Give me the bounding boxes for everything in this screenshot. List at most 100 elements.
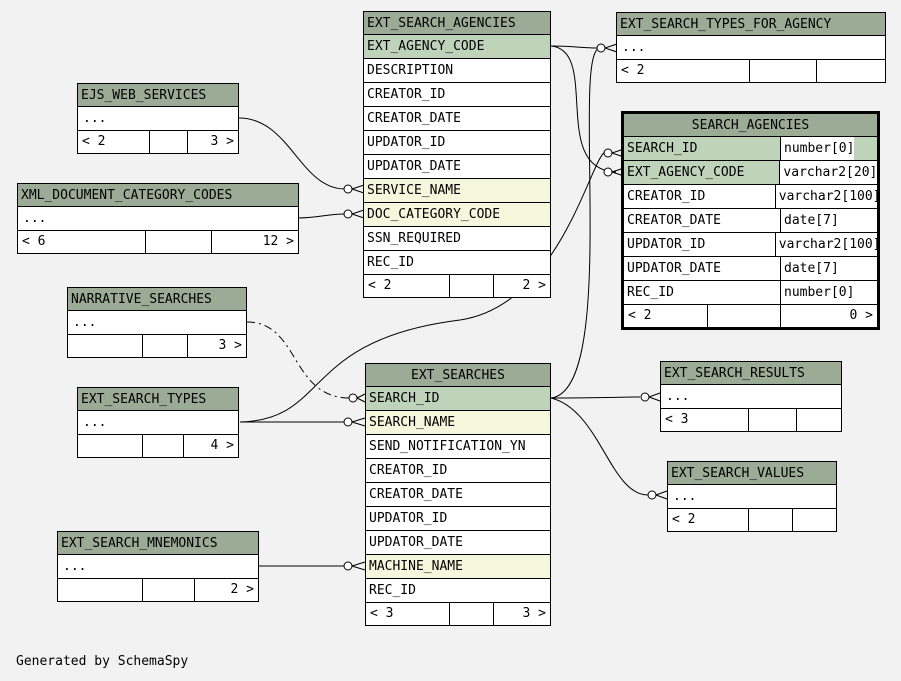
children-count[interactable]: 4 > <box>210 438 234 453</box>
parents-count[interactable] <box>78 435 143 457</box>
table-footer: 4 > <box>78 435 238 457</box>
table-body: ... <box>78 411 238 435</box>
column-row[interactable]: CREATOR_ID <box>366 459 550 483</box>
table-title: SEARCH_AGENCIES <box>624 114 877 137</box>
parents-count[interactable]: < 2 <box>624 305 708 327</box>
column-row[interactable]: DOC_CATEGORY_CODE <box>364 203 550 227</box>
table-title: NARRATIVE_SEARCHES <box>68 288 246 311</box>
column-row[interactable]: MACHINE_NAME <box>366 555 550 579</box>
table-footer: < 2 0 > <box>624 305 877 327</box>
parents-count[interactable]: < 2 <box>668 509 749 531</box>
table-narrative-searches[interactable]: NARRATIVE_SEARCHES ... 3 > <box>67 287 247 358</box>
parents-count[interactable]: < 3 <box>661 409 749 431</box>
column-name: REC_ID <box>624 281 781 304</box>
link-search-types-to-search-agencies <box>239 151 606 423</box>
column-row[interactable]: CREATOR_ID varchar2[100] <box>624 185 877 209</box>
column-type: varchar2[100] <box>778 189 877 204</box>
link-agency-code-to-types-for-agency <box>550 45 599 49</box>
footer-middle <box>749 509 793 531</box>
footer-middle <box>708 305 781 327</box>
children-count[interactable]: 2 > <box>522 278 546 293</box>
table-body: ... <box>661 385 841 409</box>
table-footer: < 2 <box>668 509 836 531</box>
parents-count[interactable]: < 2 <box>617 60 750 82</box>
children-count[interactable] <box>797 409 841 431</box>
column-row[interactable]: SEARCH_ID <box>366 387 550 411</box>
parents-count[interactable] <box>68 335 143 357</box>
parents-count[interactable] <box>58 579 143 601</box>
table-title: EXT_SEARCH_MNEMONICS <box>58 532 258 555</box>
parents-count[interactable]: < 6 <box>18 231 146 253</box>
table-title: EXT_SEARCH_TYPES <box>78 388 238 411</box>
column-row[interactable]: UPDATOR_DATE <box>364 155 550 179</box>
table-title: EXT_SEARCH_AGENCIES <box>364 12 550 35</box>
column-name: UPDATOR_DATE <box>624 257 781 280</box>
column-row[interactable]: REC_ID number[0] <box>624 281 877 305</box>
column-name: UPDATOR_ID <box>624 233 776 256</box>
table-title: EXT_SEARCHES <box>366 364 550 387</box>
table-ejs-web-services[interactable]: EJS_WEB_SERVICES ... < 2 3 > <box>77 83 239 154</box>
table-footer: < 3 <box>661 409 841 431</box>
table-footer: < 3 3 > <box>366 603 550 625</box>
table-ext-search-results[interactable]: EXT_SEARCH_RESULTS ... < 3 <box>660 361 842 432</box>
column-row[interactable]: CREATOR_ID <box>364 83 550 107</box>
column-row[interactable]: CREATOR_DATE date[7] <box>624 209 877 233</box>
table-footer: 3 > <box>68 335 246 357</box>
children-count[interactable]: 3 > <box>210 134 234 149</box>
column-row[interactable]: REC_ID <box>366 579 550 603</box>
children-count[interactable]: 0 > <box>849 308 873 323</box>
column-row[interactable]: UPDATOR_DATE <box>366 531 550 555</box>
children-count[interactable]: 12 > <box>262 234 294 249</box>
table-ext-search-agencies[interactable]: EXT_SEARCH_AGENCIES EXT_AGENCY_CODE DESC… <box>363 11 551 298</box>
children-count[interactable]: 3 > <box>522 606 546 621</box>
column-row[interactable]: UPDATOR_ID varchar2[100] <box>624 233 877 257</box>
column-row[interactable]: SSN_REQUIRED <box>364 227 550 251</box>
column-row[interactable]: UPDATOR_ID <box>364 131 550 155</box>
table-title: EXT_SEARCH_VALUES <box>668 462 836 485</box>
link-xml-doc-category-to-doc-category-code <box>297 213 346 219</box>
table-footer: < 6 12 > <box>18 231 298 253</box>
column-row[interactable]: SEND_NOTIFICATION_YN <box>366 435 550 459</box>
column-row[interactable]: REC_ID <box>364 251 550 275</box>
column-row[interactable]: UPDATOR_DATE date[7] <box>624 257 877 281</box>
table-body: ... <box>617 36 885 60</box>
column-row[interactable]: SERVICE_NAME <box>364 179 550 203</box>
link-ejs-web-services-to-service-name <box>238 117 346 190</box>
children-count[interactable]: 2 > <box>230 582 254 597</box>
column-row[interactable]: UPDATOR_ID <box>366 507 550 531</box>
link-narrative-searches-to-search-id <box>246 321 351 399</box>
children-count[interactable] <box>817 60 885 82</box>
children-count[interactable]: 3 > <box>218 338 242 353</box>
link-search-id-to-types-for-agency <box>550 47 601 399</box>
table-title: EJS_WEB_SERVICES <box>78 84 238 107</box>
column-row[interactable]: DESCRIPTION <box>364 59 550 83</box>
table-ext-search-mnemonics[interactable]: EXT_SEARCH_MNEMONICS ... 2 > <box>57 531 259 602</box>
table-search-agencies[interactable]: SEARCH_AGENCIES SEARCH_ID number[0] EXT_… <box>621 111 880 330</box>
parents-count[interactable]: < 2 <box>364 275 450 297</box>
table-body: ... <box>78 107 238 131</box>
table-ext-searches[interactable]: EXT_SEARCHES SEARCH_ID SEARCH_NAME SEND_… <box>365 363 551 626</box>
column-row[interactable]: SEARCH_ID number[0] <box>624 137 877 161</box>
column-type: number[0] <box>784 285 855 300</box>
table-xml-document-category-codes[interactable]: XML_DOCUMENT_CATEGORY_CODES ... < 6 12 > <box>17 183 299 254</box>
parents-count[interactable]: < 2 <box>78 131 150 153</box>
column-type: date[7] <box>784 213 839 228</box>
column-row[interactable]: SEARCH_NAME <box>366 411 550 435</box>
table-ext-search-types[interactable]: EXT_SEARCH_TYPES ... 4 > <box>77 387 239 458</box>
table-ext-search-types-for-agency[interactable]: EXT_SEARCH_TYPES_FOR_AGENCY ... < 2 <box>616 12 886 83</box>
footer-middle <box>143 335 188 357</box>
footer-middle <box>450 603 494 625</box>
column-row[interactable]: CREATOR_DATE <box>364 107 550 131</box>
footer-middle <box>143 579 195 601</box>
table-footer: < 2 3 > <box>78 131 238 153</box>
table-body: ... <box>18 207 298 231</box>
column-row[interactable]: CREATOR_DATE <box>366 483 550 507</box>
column-row[interactable]: EXT_AGENCY_CODE varchar2[20] <box>624 161 877 185</box>
children-count[interactable] <box>793 509 836 531</box>
table-footer: < 2 2 > <box>364 275 550 297</box>
parents-count[interactable]: < 3 <box>366 603 450 625</box>
footer-middle <box>146 231 212 253</box>
table-body: ... <box>68 311 246 335</box>
column-row[interactable]: EXT_AGENCY_CODE <box>364 35 550 59</box>
table-ext-search-values[interactable]: EXT_SEARCH_VALUES ... < 2 <box>667 461 837 532</box>
